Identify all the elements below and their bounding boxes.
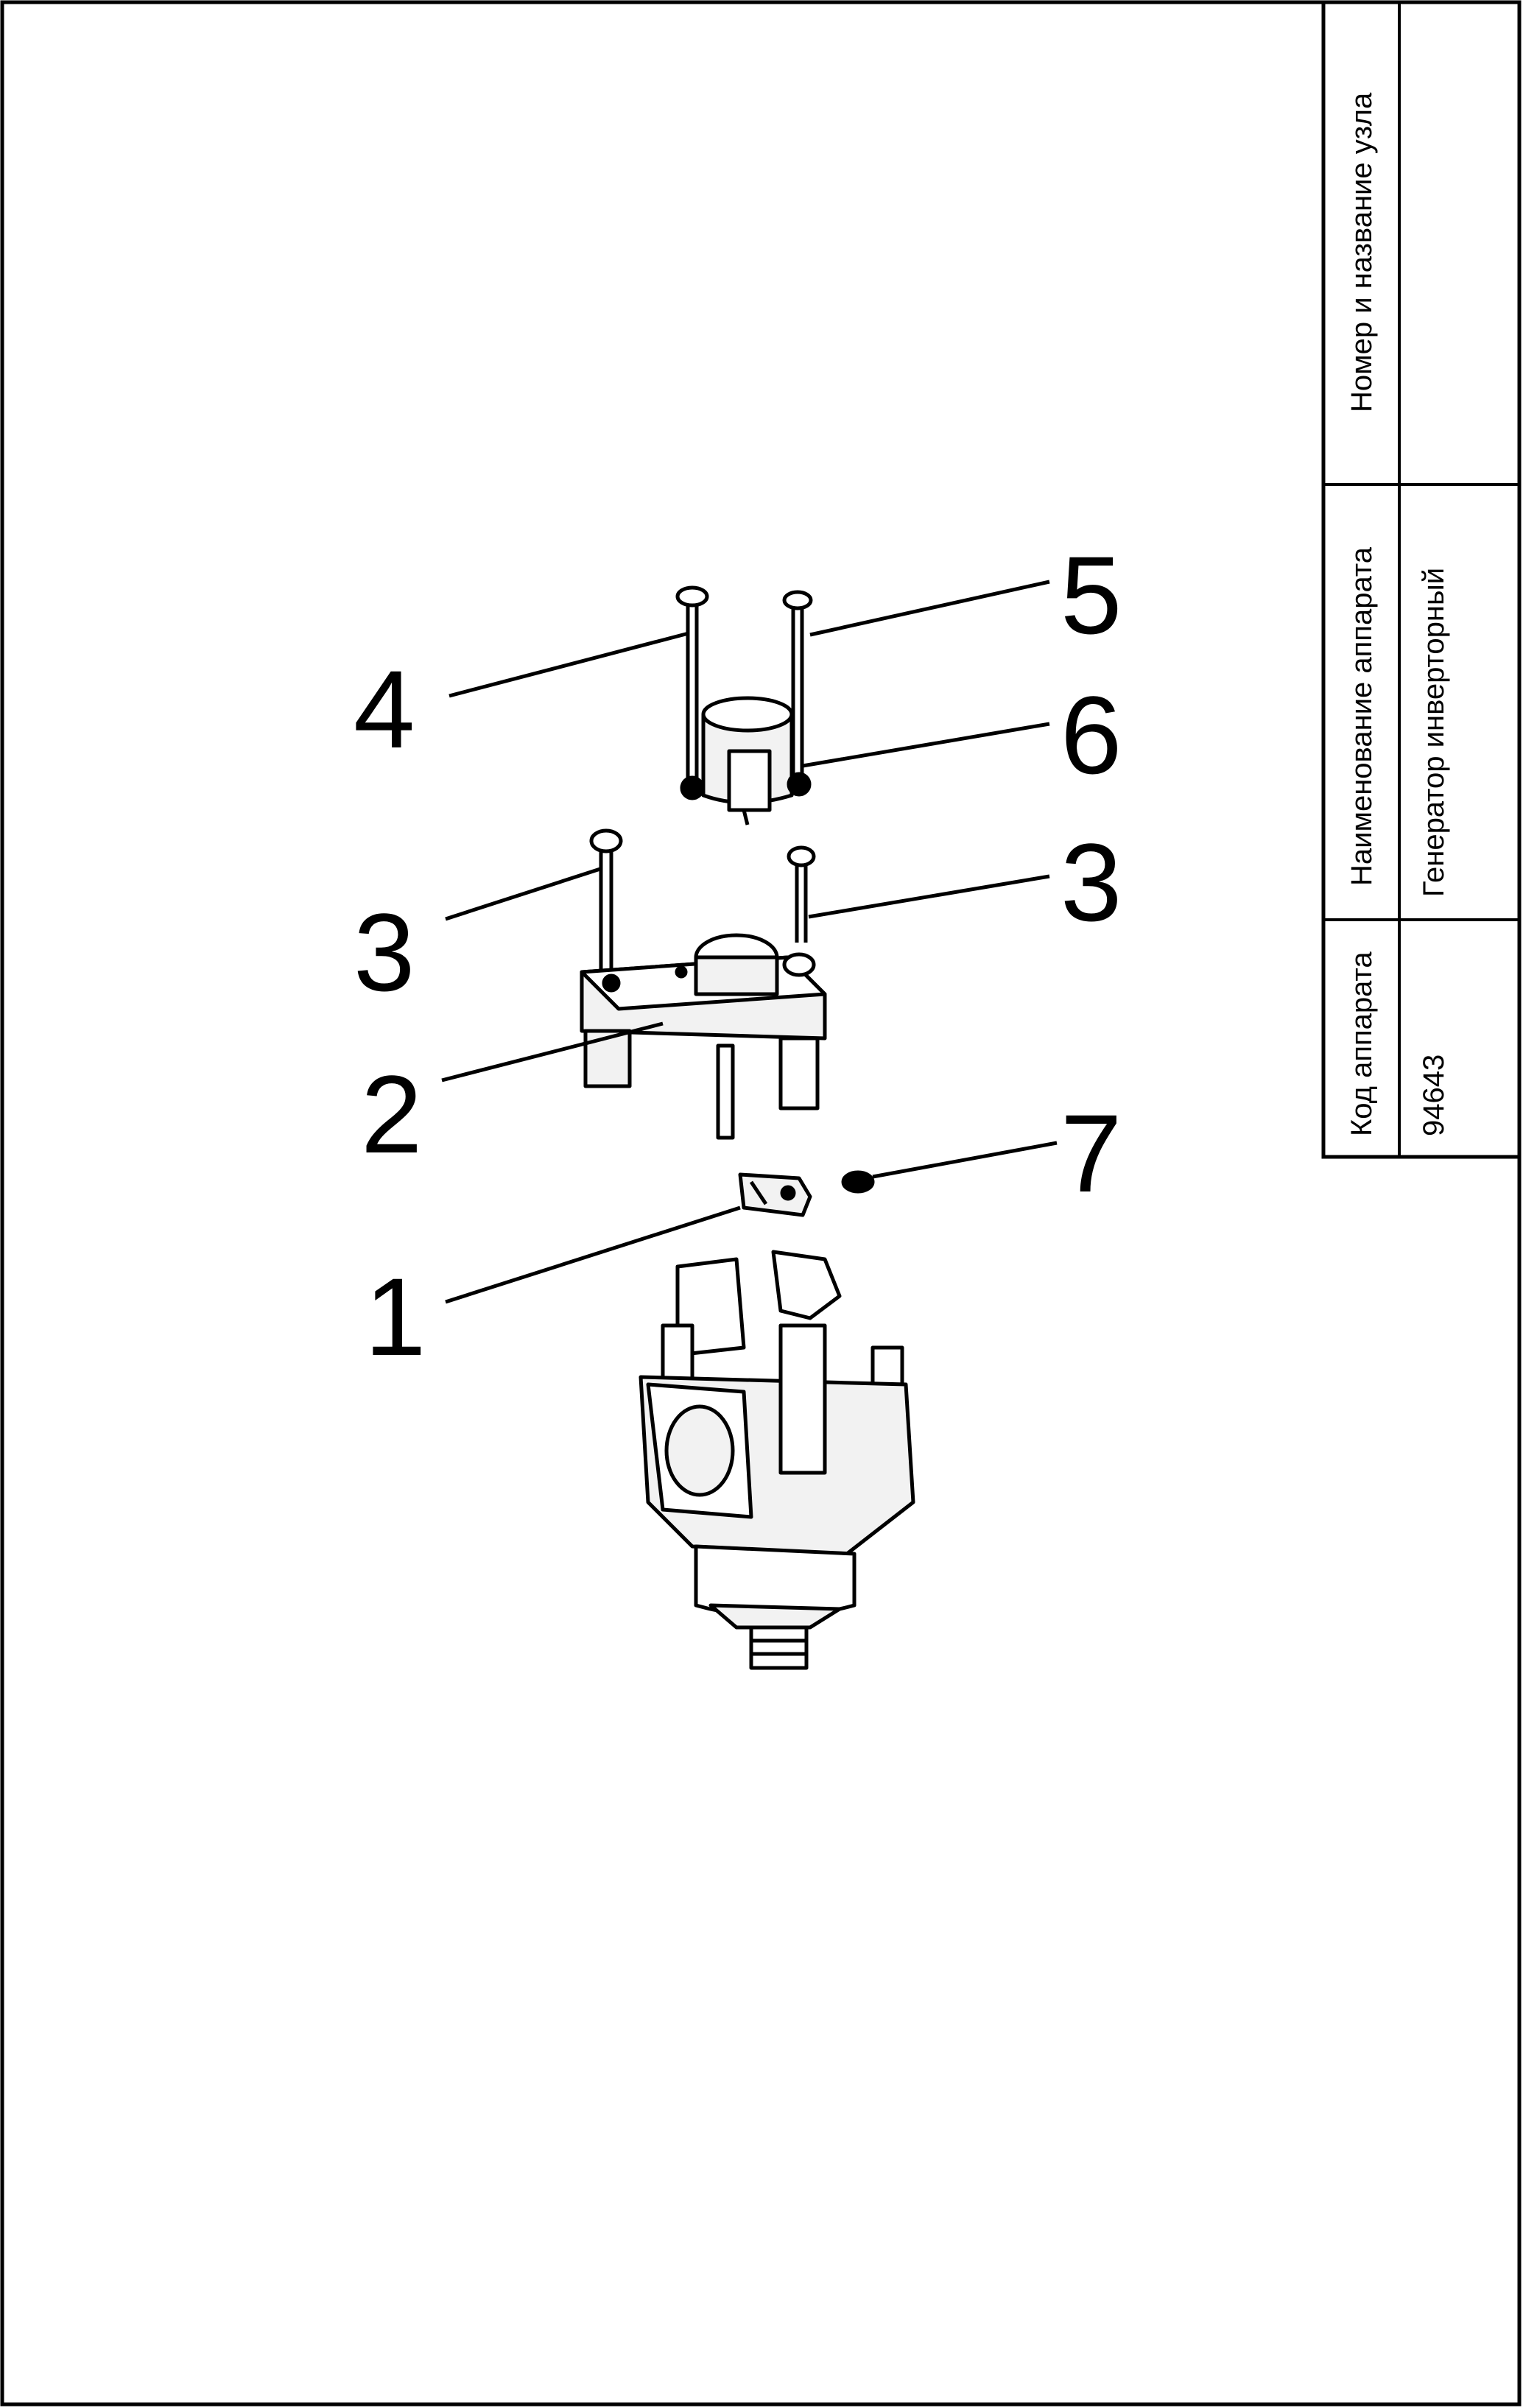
callout-3-left: 3 <box>354 890 415 1014</box>
callout-6: 6 <box>1061 673 1122 797</box>
unit-header: Номер и название узла <box>1346 92 1378 412</box>
code-header: Код аппарата <box>1346 951 1378 1136</box>
callout-labels: 4 5 6 3 3 2 7 1 <box>354 533 1122 1379</box>
bracket-part-1 <box>738 1172 812 1217</box>
screw-part-3-right <box>787 845 816 943</box>
code-value: 94643 <box>1418 1055 1450 1136</box>
callout-1: 1 <box>365 1255 426 1379</box>
name-value: Генератор инверторный <box>1418 568 1450 897</box>
title-block-outline <box>1321 0 1522 1159</box>
callout-4: 4 <box>354 647 415 771</box>
leader-5 <box>809 580 1050 637</box>
spring-part-7 <box>841 1170 875 1194</box>
name-header: Наименование аппарата <box>1346 546 1378 886</box>
leader-2 <box>441 1021 664 1082</box>
plate-part-2 <box>580 933 827 1140</box>
leader-7 <box>872 1141 1058 1179</box>
leader-lines <box>441 580 1058 1304</box>
callout-3-right: 3 <box>1061 820 1122 944</box>
leader-3-right <box>808 874 1050 919</box>
leader-4 <box>449 631 689 698</box>
callout-2: 2 <box>361 1052 422 1176</box>
screw-part-3-left <box>589 828 623 979</box>
leader-1 <box>445 1205 741 1304</box>
solenoid-part-6 <box>680 696 812 825</box>
callout-5: 5 <box>1061 533 1122 657</box>
carburetor-body <box>639 1250 915 1670</box>
exploded-view <box>441 580 1058 1670</box>
leader-3-left <box>445 867 601 921</box>
callout-7: 7 <box>1061 1091 1122 1215</box>
title-block: Код аппарата 94643 Наименование аппарата… <box>1321 0 1522 1159</box>
leader-6 <box>802 722 1050 768</box>
